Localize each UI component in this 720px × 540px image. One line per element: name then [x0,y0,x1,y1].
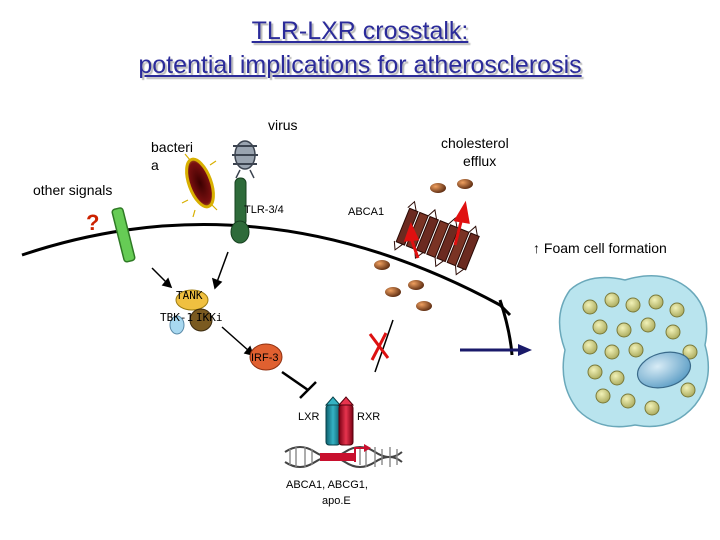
foam-cell-arrow [460,344,532,356]
title-line-2: potential implications for atheroscleros… [138,51,582,79]
abca1-label: ABCA1 [348,206,385,218]
efflux-arrows [403,200,470,259]
ikki-label: IKKi [196,311,223,324]
foam-cell-icon [558,275,710,428]
irf3-inhibits-lxr [281,370,317,399]
lxr-rxr-dimer [324,396,355,446]
other-receptor [111,207,136,263]
unknown-signal-question-mark: ? [86,210,100,235]
foam-cell-label: ↑ Foam cell formation [533,240,667,256]
target-genes-label-line-1: ABCA1, ABCG1, [286,479,368,491]
foam-cell-text: Foam cell formation [543,240,667,256]
cell-membrane-end [498,299,514,356]
bacteria-label-line-2: a [151,157,159,173]
dna-icon [284,444,403,468]
bacteria-label-line-1: bacteri [151,139,194,155]
tank-label: TANK [176,289,203,302]
tank-complex [169,289,213,335]
rxr-label: RXR [357,411,381,423]
tlr-label: TLR-3/4 [244,204,284,216]
other-signals-label: other signals [33,182,113,198]
blocked-efflux [368,319,394,373]
lxr-label: LXR [298,411,320,423]
bacterium-icon [181,153,218,218]
virus-icon [232,140,258,179]
up-arrow-icon: ↑ [533,240,540,256]
cell-membrane [21,223,512,317]
tbk1-label: TBK-1 [160,311,194,324]
target-genes-label-line-2: apo.E [322,495,351,507]
cholesterol-efflux-label-line-1: cholesterol [441,135,509,151]
title-line-1: TLR-LXR crosstalk: [251,17,469,45]
irf3-label: IRF-3 [251,352,279,364]
irf3-protein [249,343,283,371]
virus-label: virus [268,117,298,133]
cholesterol-efflux-label-line-2: efflux [463,153,497,169]
signal-arrows [151,251,255,357]
tlr-receptor [230,177,250,244]
abca1-transporter [393,200,480,276]
cholesterol-molecule-icon [374,179,473,311]
